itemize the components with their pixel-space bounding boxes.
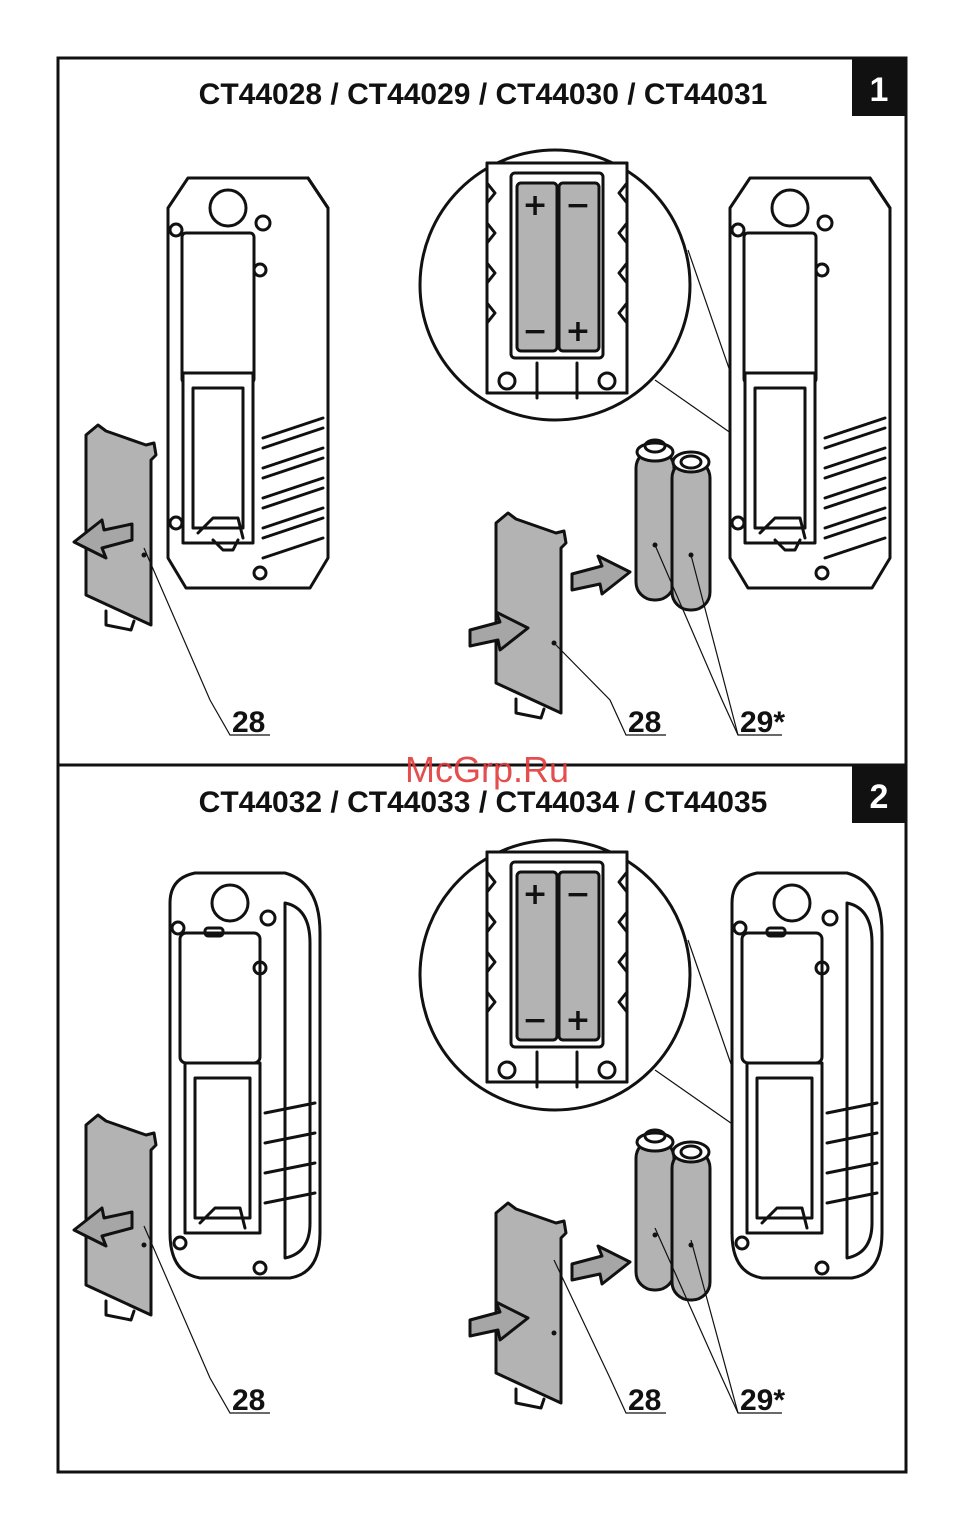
callout-28-right-2: 28 [628, 1384, 661, 1417]
polarity-plus-top-2: + [522, 877, 547, 912]
battery-cover-insert-2 [496, 1203, 566, 1408]
device-open-left [168, 178, 328, 588]
callout-28-right: 28 [628, 706, 661, 739]
panel-1-title: CT44028 / CT44029 / CT44030 / CT44031 [199, 78, 768, 111]
battery-cover-insert [496, 513, 566, 718]
polarity-minus-bottom: − [522, 314, 547, 349]
leader-line-29b-2 [691, 1240, 738, 1413]
zoom-battery-compartment-2: + − − + [487, 852, 627, 1087]
panel-2-number: 2 [870, 778, 889, 816]
device-open-right-2 [732, 873, 882, 1278]
polarity-plus-top: + [522, 188, 547, 223]
callout-28-left: 28 [232, 706, 265, 739]
panel-1-number: 1 [870, 71, 889, 109]
polarity-minus-bottom-2: − [522, 1003, 547, 1038]
polarity-plus-bottom-2: + [565, 1003, 590, 1038]
watermark: McGrp.Ru [405, 749, 569, 790]
panel-1: 1 CT44028 / CT44029 / CT44030 / CT44031 … [74, 58, 906, 739]
insert-battery-arrow [572, 556, 630, 594]
panel-2-title: CT44032 / CT44033 / CT44034 / CT44035 [199, 786, 768, 819]
callout-29: 29* [740, 706, 785, 739]
callout-28-left-2: 28 [232, 1384, 265, 1417]
aa-batteries-2 [636, 1130, 710, 1300]
zoom-battery-compartment: + − − + [487, 163, 627, 398]
polarity-minus-top: − [565, 188, 590, 223]
device-open-right [730, 178, 890, 588]
panel-2: 2 CT44032 / CT44033 / CT44034 / CT44035 … [74, 765, 906, 1417]
polarity-minus-top-2: − [565, 877, 590, 912]
polarity-plus-bottom: + [565, 314, 590, 349]
insert-battery-arrow-2 [572, 1246, 630, 1284]
device-open-left-2 [170, 873, 320, 1278]
callout-29-2: 29* [740, 1384, 785, 1417]
